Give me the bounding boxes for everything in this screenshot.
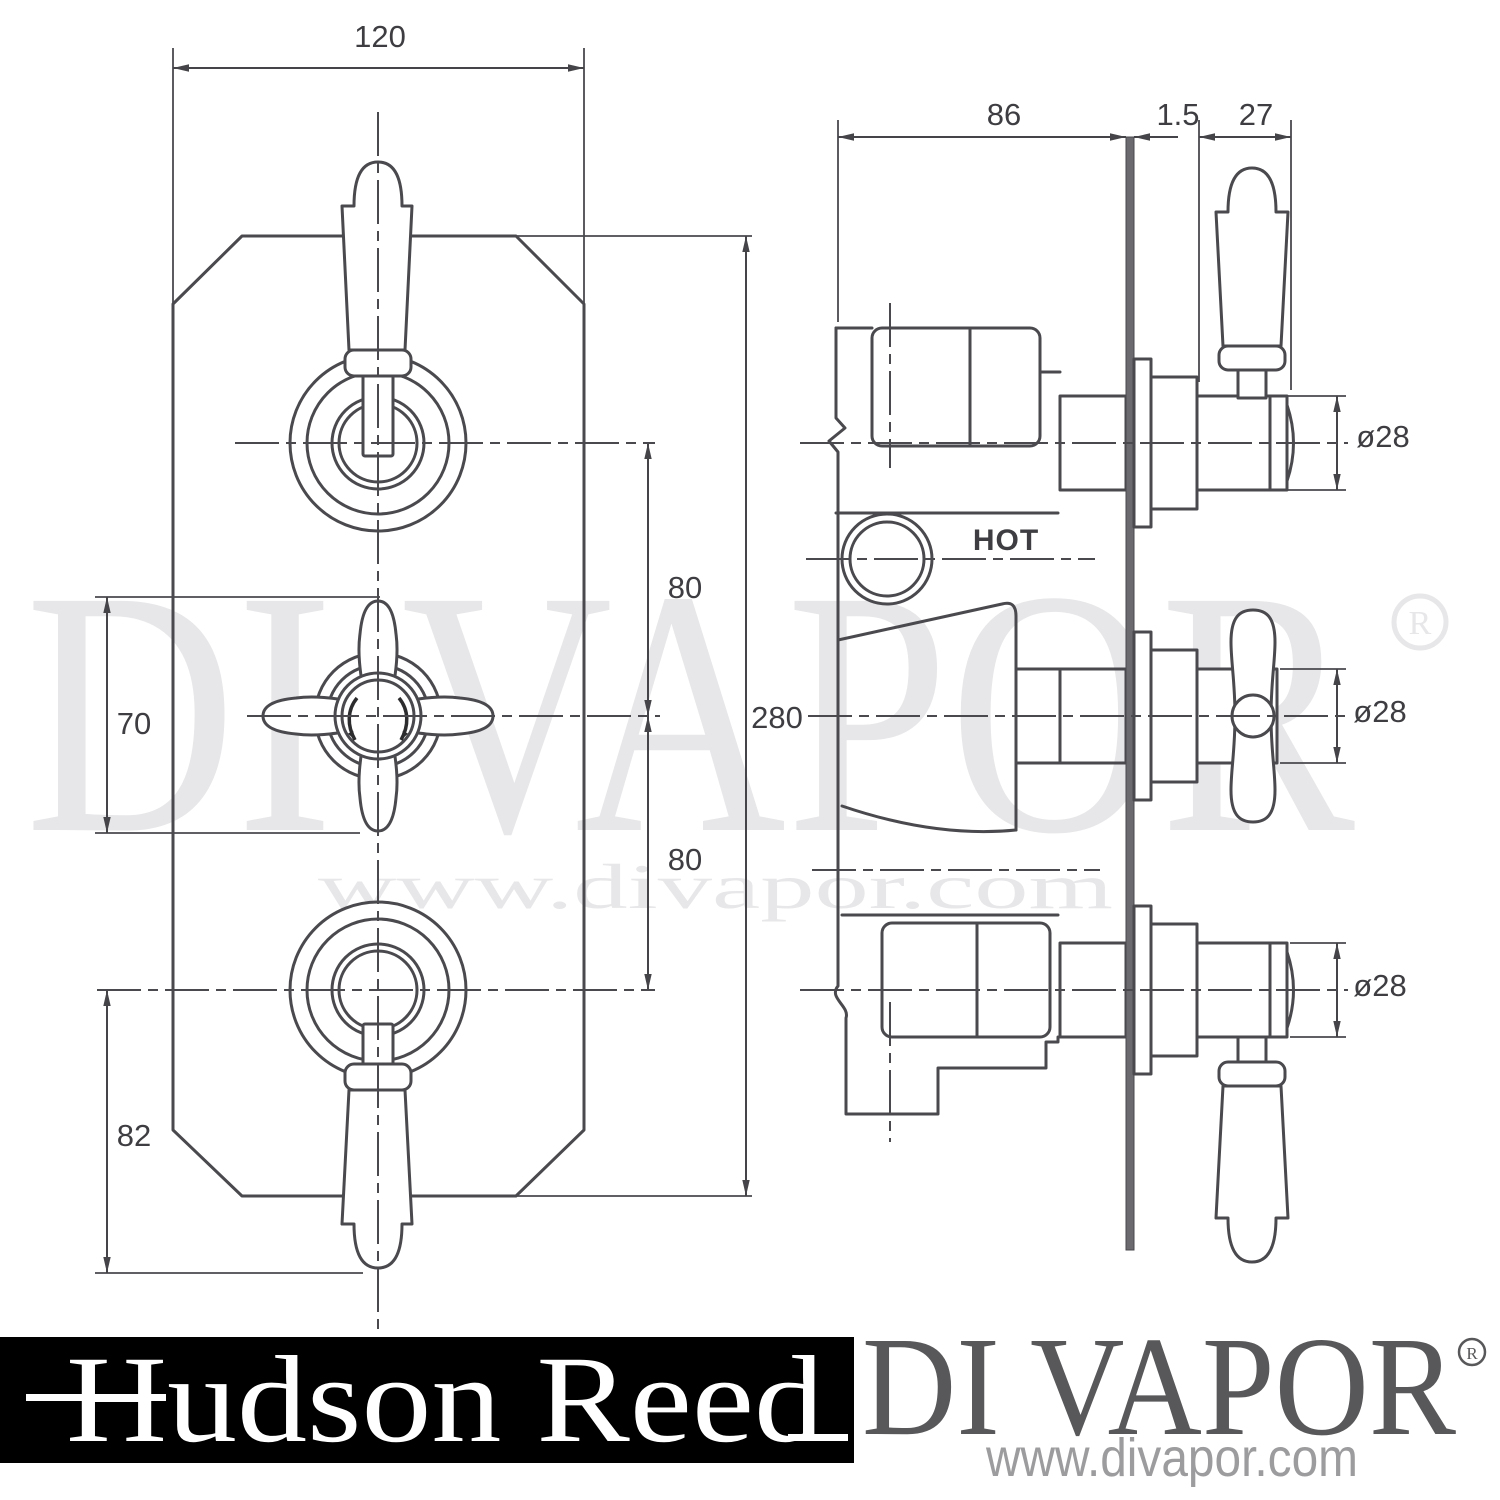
hudson-reed-logo-dash-left [26,1394,166,1401]
dim-label-80-upper: 80 [668,570,702,605]
dim-label-86: 86 [987,97,1021,132]
dim-label-dia-top: ø28 [1356,419,1409,454]
di-vapor-logo: DI VAPOR [862,1307,1456,1465]
front-view: 120 80 80 70 82 280 [95,19,803,1332]
hot-label: HOT [973,524,1039,557]
rotation-arrow-right-icon [397,696,409,741]
dim-label-280: 280 [751,700,803,735]
watermark-url-text: www.divapor.com [318,851,1113,922]
side-station-bottom [1132,904,1295,1264]
dim-label-1-5: 1.5 [1156,97,1199,132]
hudson-reed-logo-dash-right [788,1434,848,1441]
watermark-registered-letter: R [1409,605,1432,642]
dim-label-27: 27 [1239,97,1273,132]
di-vapor-registered-letter: R [1466,1344,1478,1363]
dim-label-82: 82 [117,1118,151,1153]
di-vapor-registered-icon [1457,1337,1487,1367]
dim-label-80-lower: 80 [668,842,702,877]
footer-url: www.divapor.com [985,1428,1358,1488]
side-view: 86 1.5 27 ø28 ø28 ø28 HOT [800,97,1410,1264]
dim-label-dia-bottom: ø28 [1353,968,1406,1003]
dim-label-dia-middle: ø28 [1353,694,1406,729]
dim-label-120: 120 [354,19,406,54]
side-station-top [1132,166,1295,529]
footer-banner: Hudson Reed DI VAPOR R www.divapor.com [0,1307,1487,1488]
dim-label-70: 70 [117,706,151,741]
rotation-arrow-left-icon [347,696,359,741]
watermark-registered-icon [1391,593,1449,651]
hudson-reed-logo: Hudson Reed [66,1331,824,1468]
